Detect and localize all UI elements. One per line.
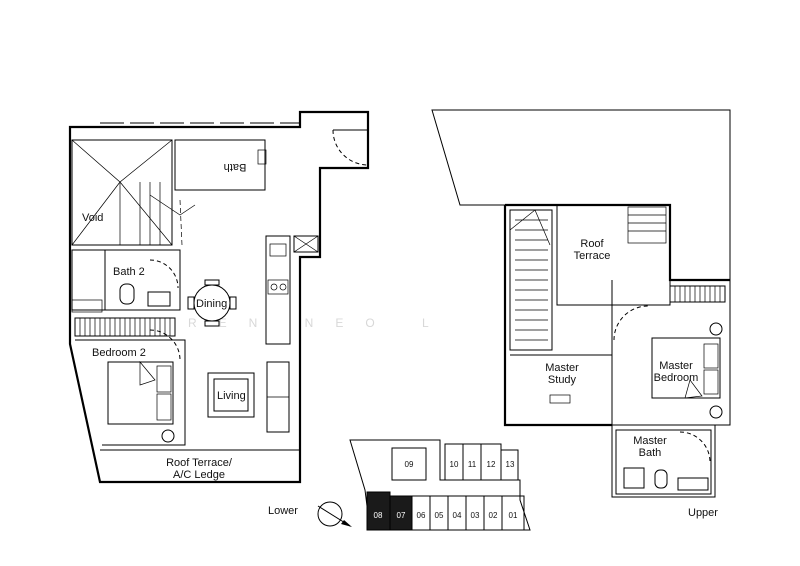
upper-stair [509, 209, 553, 351]
dining-chair-bottom [204, 320, 220, 327]
key-unit-01 [501, 495, 525, 531]
bed-fold [139, 361, 156, 386]
bedroom2-fan [161, 429, 175, 443]
watermark: REN NEO L [188, 316, 451, 330]
master-study-label-2: Study [548, 374, 577, 386]
key-unit-01-label: 01 [509, 511, 518, 520]
kitchen-hob [267, 279, 289, 295]
upper-floor-plan: Roof Terrace Master Study Master Bedroom… [431, 109, 731, 498]
key-unit-10-label: 10 [450, 460, 459, 469]
lower-caption: Lower [268, 505, 298, 517]
terrace-skylight [627, 206, 667, 244]
bedroom2-walls [75, 339, 186, 446]
key-unit-06-label: 06 [417, 511, 426, 520]
master-bath-room [615, 429, 712, 495]
key-unit-07-label: 07 [397, 511, 406, 520]
living-label: Living [217, 390, 246, 402]
master-bedroom-label-1: Master [659, 360, 693, 372]
master-bath-basin [623, 467, 645, 489]
lower-outer-wall [68, 110, 370, 484]
bath2-toilet [119, 283, 135, 305]
master-study-desk [549, 394, 571, 404]
bedroom2-label: Bedroom 2 [92, 347, 146, 359]
master-pillow-1 [703, 343, 719, 369]
kitchen-sink [269, 243, 287, 257]
stair-dashed [179, 199, 183, 246]
key-unit-08-label: 08 [374, 511, 383, 520]
master-bath-label-1: Master [633, 435, 667, 447]
bedroom2-bed [107, 361, 174, 425]
dining-chair-top [204, 279, 220, 286]
master-pillow-2 [703, 369, 719, 395]
master-bath-ledge [677, 477, 709, 491]
upper-roof-terrace [556, 204, 671, 306]
hob-ring-1 [270, 283, 278, 291]
key-unit-03-label: 03 [471, 511, 480, 520]
dining-chair-left [187, 296, 195, 310]
master-bedroom-walls [611, 280, 730, 426]
bath2-label: Bath 2 [113, 266, 145, 278]
stair-treads [119, 182, 161, 245]
dining-label: Dining [196, 298, 227, 310]
upper-stair-treads [515, 219, 548, 341]
lower-floor-plan: Bath [68, 110, 370, 484]
upper-main-walls [503, 203, 730, 427]
key-unit-09 [391, 447, 427, 481]
key-unit-13-label: 13 [506, 460, 515, 469]
master-bedroom-label-2: Bedroom [654, 372, 699, 384]
entry-door-swing [332, 129, 369, 166]
master-study-label-1: Master [545, 362, 579, 374]
upper-roof-terrace-label-1: Roof [580, 238, 604, 250]
kitchen-counter [265, 235, 291, 345]
bath2-ledge [71, 299, 103, 313]
key-unit-13 [500, 449, 519, 481]
master-bath-label-2: Bath [639, 447, 662, 459]
master-wardrobe-hatch [674, 286, 721, 302]
hob-ring-2 [279, 283, 287, 291]
bedroom2-door-swing [149, 329, 181, 361]
master-bed-fold [684, 379, 703, 399]
key-plan: 09 10 11 12 13 08 07 06 05 04 03 02 01 [349, 439, 531, 531]
void-cross [71, 139, 173, 246]
mirrored-bath-label: Bath [224, 161, 247, 173]
master-door-swing [613, 305, 649, 341]
bed-pillow-1 [156, 365, 172, 393]
master-wardrobe [669, 285, 726, 303]
key-unit-02-label: 02 [489, 511, 498, 520]
upper-stair-arrow [509, 209, 551, 246]
void-label: Void [82, 212, 103, 224]
roof-terrace-label-1: Roof Terrace/ [166, 457, 233, 469]
roof-terrace-label-2: A/C Ledge [173, 469, 225, 481]
bath2-basin [147, 291, 171, 307]
upper-roof-outline [431, 109, 731, 498]
skylight-lines [628, 214, 666, 232]
key-unit-09-label: 09 [405, 460, 414, 469]
bed-pillow-2 [156, 393, 172, 421]
key-unit-04-label: 04 [453, 511, 462, 520]
compass-icon [317, 501, 352, 527]
fridge-cross [293, 235, 319, 253]
key-unit-05-label: 05 [435, 511, 444, 520]
master-bath-toilet [654, 469, 668, 489]
bath2-room [71, 249, 181, 311]
master-fan-bottom [709, 405, 723, 419]
mirrored-bath-block [174, 139, 266, 191]
upper-caption: Upper [688, 507, 718, 519]
bath2-door-swing [149, 259, 179, 289]
key-unit-11-label: 11 [468, 460, 477, 469]
stair-void-block [71, 139, 173, 246]
master-bath-door-swing [679, 431, 711, 463]
mirrored-fixture [257, 149, 267, 165]
living-table-inner [213, 378, 249, 412]
dining-chair-right [229, 296, 237, 310]
stair-arrow [149, 194, 196, 216]
living-table-outer [207, 372, 255, 418]
kitchen-fridge [293, 235, 319, 253]
master-fan-top [709, 322, 723, 336]
key-unit-12-label: 12 [487, 460, 496, 469]
wardrobe-hatch [79, 318, 171, 336]
upper-roof-terrace-label-2: Terrace [574, 250, 611, 262]
